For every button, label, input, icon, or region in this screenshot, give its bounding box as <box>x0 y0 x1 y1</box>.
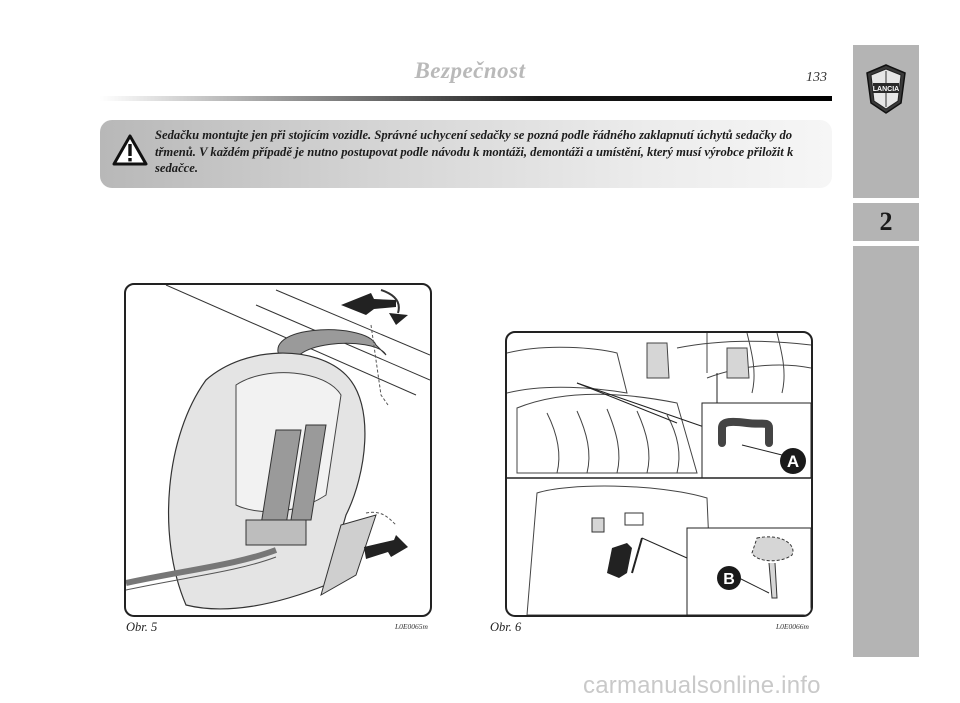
header-rule <box>100 96 832 101</box>
brand-logo-text: LANCIA <box>873 86 899 93</box>
warning-text: Sedačku montujte jen při stojícím vozidl… <box>155 128 794 175</box>
page-number: 133 <box>806 70 827 85</box>
page-title: Bezpečnost <box>414 58 526 83</box>
figure-6-illustration: A B <box>505 331 813 617</box>
figure-5-caption: Obr. 5 <box>126 620 158 634</box>
side-tab-bottom <box>853 246 919 657</box>
figure-6-caption: Obr. 6 <box>490 620 522 634</box>
label-b: B <box>723 571 735 588</box>
label-a: A <box>787 452 799 471</box>
figure-6-code: L0E0066m <box>776 622 809 631</box>
figure-5-illustration <box>124 283 432 617</box>
lancia-badge-icon: LANCIA <box>866 64 906 114</box>
warning-triangle-icon <box>112 134 148 166</box>
side-tab-top: LANCIA <box>853 45 919 198</box>
chapter-number: 2 <box>879 207 893 236</box>
watermark: carmanualsonline.info <box>583 672 821 699</box>
isofix-anchor-drawing: A B <box>507 333 811 615</box>
child-seat-drawing <box>126 285 430 610</box>
figure-5-code: L0E0065m <box>395 622 428 631</box>
warning-box: Sedačku montujte jen při stojícím vozidl… <box>100 120 832 188</box>
side-tab-chapter: 2 <box>853 203 919 241</box>
